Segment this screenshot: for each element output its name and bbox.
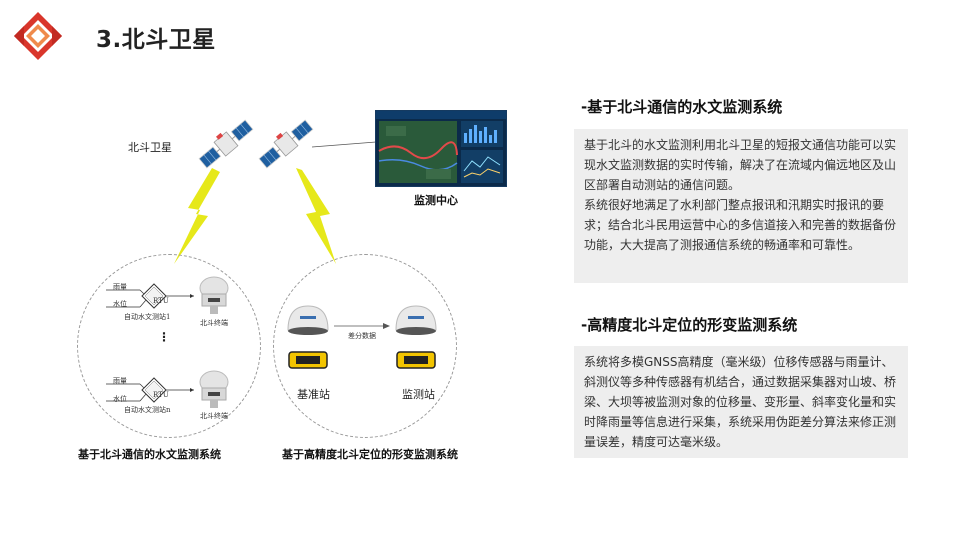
page-title: 3.北斗卫星 [96, 27, 216, 53]
hydro-description-para: 基于北斗的水文监测利用北斗卫星的短报文通信功能可以实现水文监测数据的实时传输，解… [584, 138, 897, 192]
gnss-receiver-icon [396, 351, 436, 369]
beidou-terminal-icon [199, 276, 229, 314]
monitor-center-screen [375, 110, 507, 187]
diff-data-label: 差分数据 [348, 332, 376, 340]
dashboard-icon [376, 111, 506, 183]
hydro-system-caption: 基于北斗通信的水文监测系统 [78, 448, 221, 461]
water-level-label: 水位 [113, 300, 127, 308]
beidou-terminal-icon [199, 370, 229, 408]
satellite-icon [258, 119, 314, 169]
rain-label: 雨量 [113, 283, 127, 291]
deform-system-circle [273, 254, 457, 438]
ellipsis-vertical: ⋮ [158, 330, 170, 344]
terminal-label: 北斗终端 [200, 412, 228, 420]
gnss-receiver-icon [288, 351, 328, 369]
station-label: 自动水文测站1 [124, 313, 171, 321]
satellite-label: 北斗卫星 [128, 141, 172, 154]
deform-system-caption: 基于高精度北斗定位的形变监测系统 [282, 448, 458, 461]
gnss-antenna-icon [395, 305, 437, 335]
lightning-icon [174, 168, 220, 264]
section-heading-deform: -高精度北斗定位的形变监测系统 [581, 316, 798, 334]
satellite-icon [198, 119, 254, 169]
monitor-center-label: 监测中心 [414, 194, 458, 207]
gnss-antenna-icon [287, 305, 329, 335]
rain-label: 雨量 [113, 377, 127, 385]
base-station-label: 基准站 [297, 388, 330, 401]
rtu-label: RTU [153, 297, 169, 305]
deform-description-box: 系统将多模GNSS高精度（毫米级）位移传感器与雨量计、斜测仪等多种传感器有机结合… [574, 346, 908, 458]
section-heading-hydro: -基于北斗通信的水文监测系统 [581, 98, 783, 116]
hydro-description-box: 基于北斗的水文监测利用北斗卫星的短报文通信功能可以实现水文监测数据的实时传输，解… [574, 129, 908, 283]
hydro-description-para: 系统很好地满足了水利部门整点报讯和汛期实时报讯的要求；结合北斗民用运营中心的多信… [584, 198, 897, 252]
rtu-schematic [106, 377, 194, 403]
arrow-right-icon [334, 323, 390, 329]
lightning-icon [296, 168, 336, 264]
connector-line [311, 141, 377, 148]
station-label: 自动水文测站n [124, 406, 171, 414]
deform-description-para: 系统将多模GNSS高精度（毫米级）位移传感器与雨量计、斜测仪等多种传感器有机结合… [584, 355, 897, 449]
water-level-label: 水位 [113, 395, 127, 403]
terminal-label: 北斗终端 [200, 319, 228, 327]
rtu-schematic [106, 283, 194, 309]
hydro-system-circle [77, 254, 261, 438]
rtu-label: RTU [153, 391, 169, 399]
monitor-station-label: 监测站 [402, 388, 435, 401]
brand-logo-icon [14, 12, 62, 60]
